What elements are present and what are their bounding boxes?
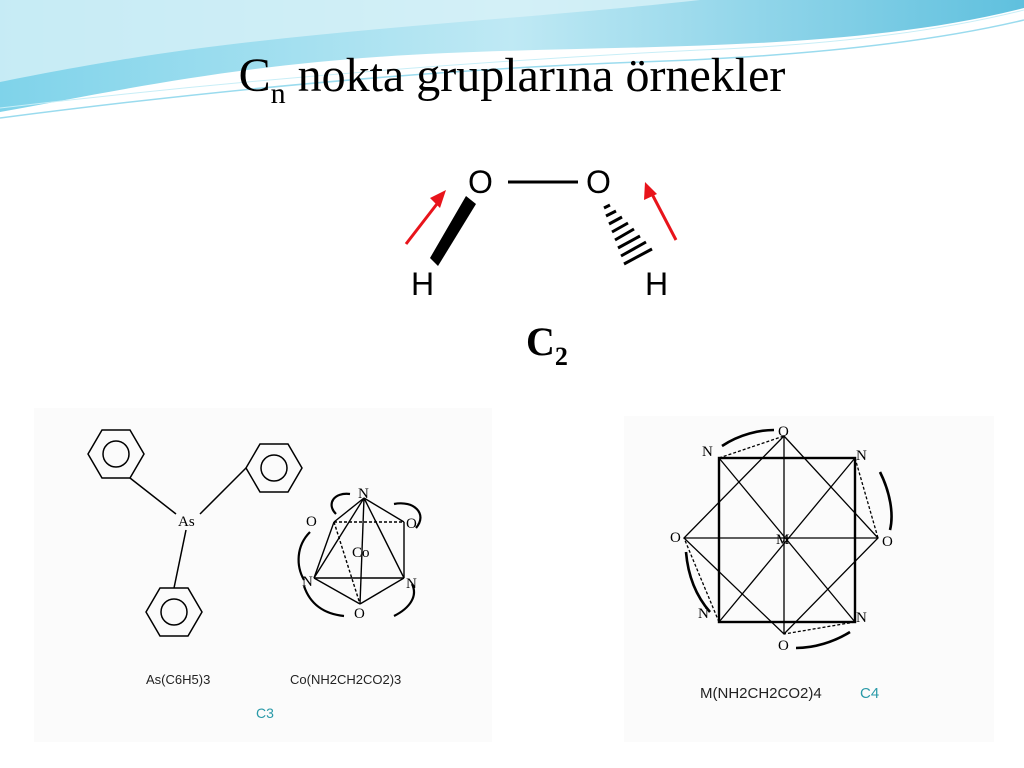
oxygen-left: O: [468, 164, 493, 200]
co-n-top: N: [358, 486, 369, 502]
c4-o-top: O: [778, 424, 789, 440]
red-arrow-left: [404, 190, 446, 245]
point-group-c2: C2: [526, 319, 568, 371]
co-n-right: N: [406, 576, 417, 592]
c4-n-bottom-left: N: [698, 606, 709, 622]
wave-line-2: [0, 9, 1024, 109]
hash-bond: [603, 203, 653, 266]
wedge-bond: [430, 196, 476, 266]
top-wave-light: [0, 0, 700, 82]
c4-n-top-right: N: [856, 448, 867, 464]
c4-structure: M N O N O O N N O M(NH2CH2CO2)4 C4: [670, 424, 893, 702]
co-atom-label: Co: [352, 545, 370, 561]
hydrogen-right: H: [645, 266, 669, 302]
co-o-right: O: [406, 516, 417, 532]
c4-n-bottom-right: N: [856, 610, 867, 626]
square-antiprism: [683, 428, 893, 650]
m-atom-label: M: [776, 532, 789, 548]
as-atom-label: As: [178, 514, 195, 530]
c3-panel: As Co N O O N N O As(C6H5)3: [34, 408, 492, 742]
c4-o-bottom: O: [778, 638, 789, 654]
wave-line-1: [0, 19, 1024, 119]
group-label-c4: C4: [860, 685, 879, 702]
co-n-left: N: [302, 574, 313, 590]
c4-panel: M N O N O O N N O M(NH2CH2CO2)4 C4: [624, 416, 994, 742]
h2o2-bonds: [404, 180, 678, 266]
c3-structures: As Co N O O N N O As(C6H5)3: [87, 429, 422, 721]
triphenylarsine: [87, 429, 303, 637]
red-arrow-right: [644, 182, 678, 241]
formula-m-glycinate: M(NH2CH2CO2)4: [700, 685, 822, 702]
hydrogen-left: H: [411, 266, 435, 302]
co-complex: [297, 492, 422, 618]
formula-triphenylarsine: As(C6H5)3: [146, 672, 210, 687]
co-o-left: O: [306, 514, 317, 530]
c4-n-top-left: N: [702, 444, 713, 460]
page-title: Cn nokta gruplarına örnekler: [238, 49, 786, 110]
c4-o-left: O: [670, 530, 681, 546]
c4-o-right: O: [882, 534, 893, 550]
group-label-c3: C3: [256, 705, 274, 721]
formula-co-glycinate: Co(NH2CH2CO2)3: [290, 672, 401, 687]
co-o-bottom: O: [354, 606, 365, 622]
oxygen-right: O: [586, 164, 611, 200]
